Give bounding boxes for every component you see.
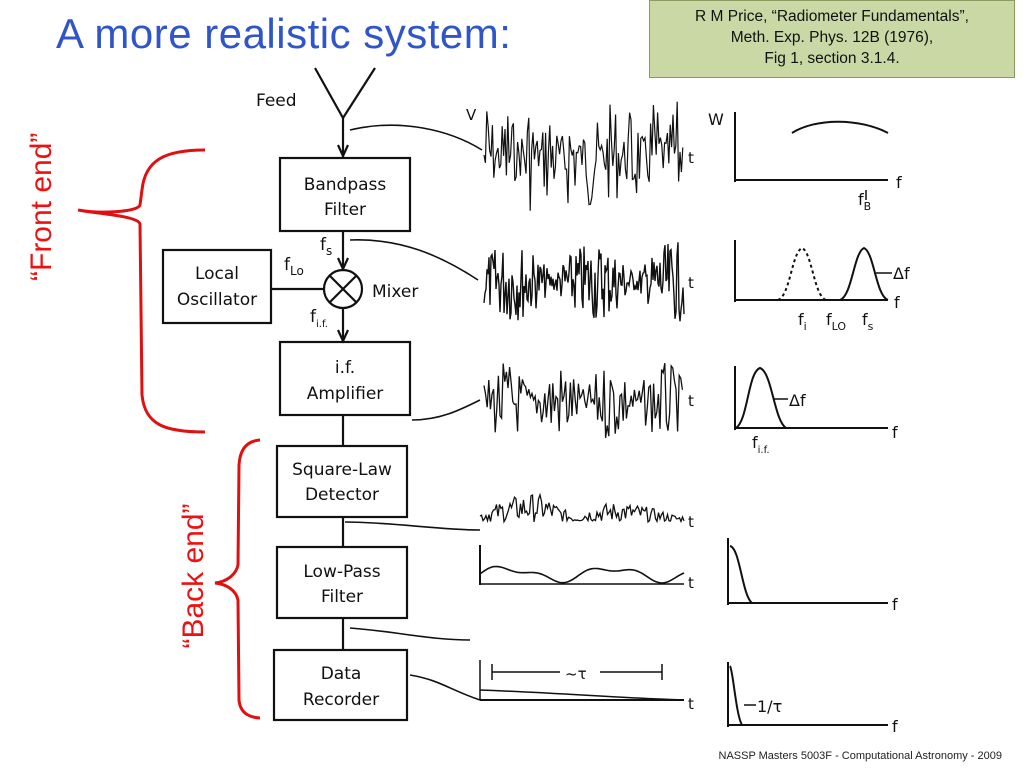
fs-spectrum-label: fs — [862, 310, 874, 333]
f-label-2: f — [894, 293, 900, 312]
back-end-bracket — [214, 438, 260, 720]
footer-credit: NASSP Masters 5003F - Computational Astr… — [718, 750, 1003, 762]
fb-label: fB — [858, 190, 871, 213]
fs-label: fs — [320, 235, 332, 258]
detector-block — [275, 444, 409, 519]
citation-line-3: Fig 1, section 3.1.4. — [764, 50, 900, 67]
pointer-5 — [349, 627, 471, 641]
citation-box: R M Price, “Radiometer Fundamentals”, Me… — [649, 0, 1015, 78]
slide-title: A more realistic system: — [56, 10, 512, 57]
t-label-5: t — [688, 574, 694, 592]
inv-tau-label: 1/τ — [757, 697, 782, 716]
if-label-1: i.f. — [335, 358, 355, 378]
bandpass-label-1: Bandpass — [304, 175, 387, 195]
feed-label: Feed — [256, 91, 297, 111]
fi-label: fi — [798, 310, 807, 333]
delta-f-label-1: Δf — [893, 264, 910, 283]
delta-f-label-2: Δf — [789, 391, 806, 410]
bandpass-block — [278, 156, 412, 233]
beat-trace — [483, 242, 685, 322]
detector-trace — [479, 492, 685, 524]
flo-label: fLo — [284, 255, 304, 278]
radiometer-figure: Bandpass Filter Local Oscillator i.f. Am… — [161, 67, 910, 736]
recorder-label-1: Data — [321, 664, 362, 684]
pointer-3 — [411, 399, 481, 421]
tau-label: ~τ — [565, 665, 587, 683]
t-label-6: t — [688, 695, 694, 713]
v-axis-label: V — [466, 106, 477, 124]
fif-label: fi.f. — [310, 307, 328, 330]
f-label-3: f — [892, 423, 898, 442]
spectra — [727, 112, 889, 727]
time-waveforms — [479, 101, 685, 584]
if-amplifier-block — [278, 340, 412, 417]
lo-label-2: Oscillator — [177, 290, 257, 310]
t-label-1: t — [688, 149, 694, 167]
local-oscillator-block — [161, 248, 273, 325]
pointer-6 — [409, 674, 481, 701]
t-label-3: t — [688, 392, 694, 410]
t-label-4: t — [688, 513, 694, 531]
front-end-bracket — [77, 148, 206, 434]
lowpass-block — [275, 545, 409, 620]
detector-label-2: Detector — [305, 485, 379, 505]
flo-spectrum-label: fLO — [826, 310, 846, 333]
f-label-5: f — [892, 717, 898, 736]
pointer-2 — [349, 239, 479, 281]
f-label-1: f — [896, 173, 902, 192]
recorder-block — [272, 648, 409, 722]
bandpass-label-2: Filter — [324, 200, 366, 220]
lowpass-label-1: Low-Pass — [303, 562, 380, 582]
t-label-2: t — [688, 274, 694, 292]
pointer-4 — [344, 521, 481, 531]
lo-label-1: Local — [195, 264, 239, 284]
front-end-label: “Front end” — [25, 132, 58, 281]
if-trace — [483, 362, 684, 438]
detector-label-1: Square-Law — [292, 460, 392, 480]
pointer-1 — [349, 124, 483, 151]
f-label-4: f — [892, 595, 898, 614]
fif-spectrum-label: fi.f. — [752, 433, 770, 456]
citation-line-2: Meth. Exp. Phys. 12B (1976), — [730, 29, 934, 46]
lowpass-label-2: Filter — [321, 587, 363, 607]
brackets — [77, 148, 260, 720]
lowpass-trace — [479, 565, 685, 584]
noise-trace — [483, 101, 684, 211]
mixer-label: Mixer — [372, 282, 418, 302]
if-label-2: Amplifier — [307, 384, 384, 404]
citation-line-1: R M Price, “Radiometer Fundamentals”, — [695, 8, 969, 25]
w-axis-label: W — [708, 110, 724, 129]
recorder-label-2: Recorder — [303, 690, 379, 710]
feed-antenna — [314, 67, 376, 121]
